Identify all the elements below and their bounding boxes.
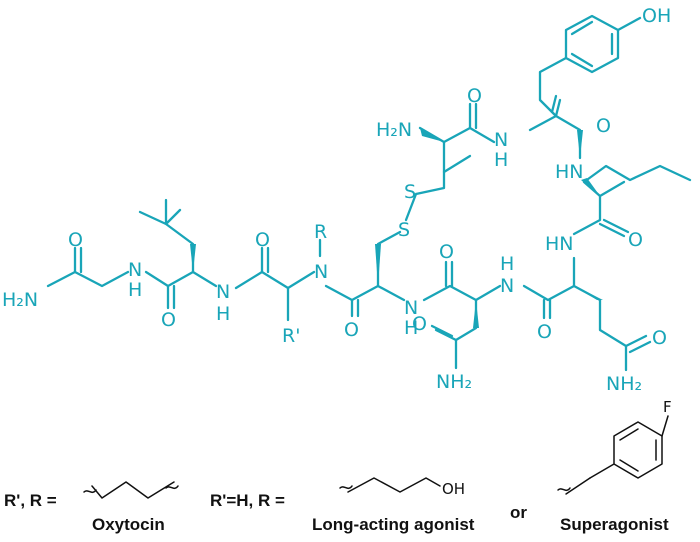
superagonist-label: Superagonist <box>560 515 669 534</box>
or-label: or <box>510 503 527 522</box>
gly-h-label: H <box>128 279 142 301</box>
sulfur-1-label: S <box>398 219 410 241</box>
cys-n-label: N <box>404 297 418 319</box>
gln-carbonyl-o: O <box>537 321 552 343</box>
legend-mid-prefix-label: R'=H, R = <box>210 491 285 510</box>
ile-carbonyl-o: O <box>628 229 643 251</box>
cys1-n-label: N <box>494 129 508 151</box>
gln-nh2-label: NH₂ <box>606 373 642 395</box>
long-acting-oh-label: OH <box>442 480 465 498</box>
leu-n-label: N <box>216 281 230 303</box>
r-label: R <box>314 221 327 243</box>
tyr-carbonyl-o: O <box>596 115 611 137</box>
leu-carbonyl-o: O <box>161 309 176 331</box>
oxytocin-fragment <box>83 481 179 499</box>
peptide-backbone-bonds <box>46 14 692 372</box>
asn-side-o: O <box>412 313 427 335</box>
ile-hn-label: HN <box>545 233 574 255</box>
cys-carbonyl-o: O <box>344 319 359 341</box>
cys-h-label: H <box>404 317 418 339</box>
atom-labels: H₂N O N H O N H O R' R N O N H S S O H N… <box>2 5 671 395</box>
long-acting-label: Long-acting agonist <box>312 515 475 534</box>
superagonist-fragment <box>557 415 669 495</box>
amide-h2n-label: H₂N <box>2 289 38 311</box>
tyr-oh-label: OH <box>642 5 671 27</box>
cys1-carbonyl-o: O <box>467 85 482 107</box>
r-n-label: N <box>314 261 328 283</box>
asn-nh2-label: NH₂ <box>436 371 472 393</box>
superagonist-f-label: F <box>663 398 672 416</box>
gly-carbonyl-o: O <box>68 229 83 251</box>
legend: R', R = Oxytocin R'=H, R = OH Long-actin… <box>4 398 672 534</box>
leu-h-label: H <box>216 303 230 325</box>
asn-h-label: H <box>500 253 514 275</box>
oxytocin-label: Oxytocin <box>92 515 165 534</box>
n-terminal-h2n-label: H₂N <box>376 119 412 141</box>
r-carbonyl-o: O <box>255 229 270 251</box>
r-prime-label: R' <box>282 325 300 347</box>
gly-n-label: N <box>128 259 142 281</box>
cys1-h-label: H <box>494 149 508 171</box>
asn-carbonyl-o: O <box>439 241 454 263</box>
gln-side-o: O <box>652 327 667 349</box>
legend-prefix-label: R', R = <box>4 491 57 510</box>
long-acting-fragment <box>339 477 441 493</box>
asn-n-label: N <box>500 275 514 297</box>
sulfur-2-label: S <box>404 181 416 203</box>
tyr-hn-label: HN <box>555 161 584 183</box>
stereo-wedges <box>190 128 603 328</box>
